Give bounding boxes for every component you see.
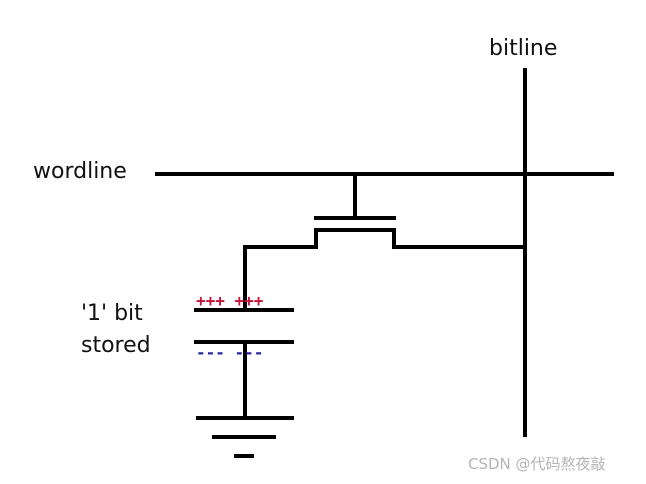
- bitline-label: bitline: [489, 36, 557, 61]
- wires: [155, 68, 614, 437]
- bit-value-label: '1' bit: [81, 301, 143, 326]
- wordline-label: wordline: [33, 159, 127, 184]
- negative-charges: --- ---: [196, 343, 263, 362]
- transistor-channel: [243, 228, 527, 249]
- stored-label: stored: [81, 333, 151, 358]
- positive-charges: +++ +++: [196, 291, 264, 310]
- ground-symbol: [196, 416, 294, 458]
- watermark: CSDN @代码熬夜敲: [468, 455, 606, 473]
